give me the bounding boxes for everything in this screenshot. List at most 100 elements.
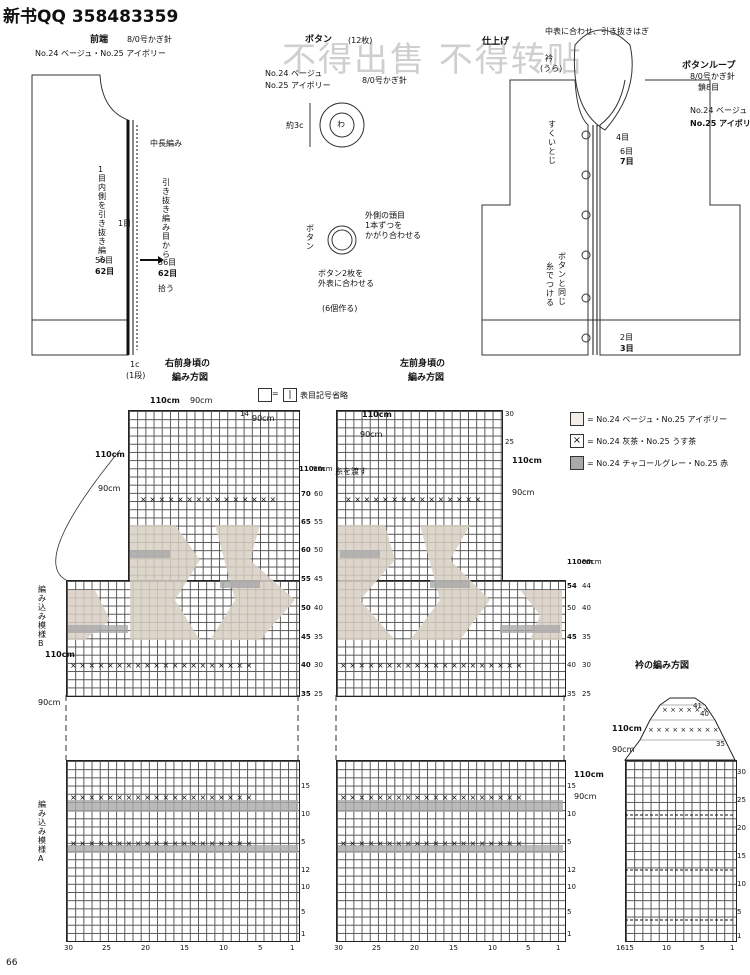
- button-needle: 8/0号かぎ針: [362, 76, 407, 85]
- left-bottom-row-2: 5: [567, 838, 572, 846]
- right-axis-5: 5: [258, 944, 263, 952]
- right-axis-1: 25: [102, 944, 111, 952]
- right-row-l-0: 65: [301, 518, 311, 526]
- right-row-l-5: 40: [301, 661, 311, 669]
- right-r70: 70: [301, 490, 311, 498]
- ring-label: わ: [337, 120, 345, 129]
- c1-label: 1c: [130, 360, 140, 369]
- slip-label: すくいとじ: [548, 120, 556, 165]
- r4-label: 4目: [616, 133, 630, 142]
- collar-row-8: 5: [737, 908, 742, 916]
- left-row-r-5: 30: [582, 661, 591, 669]
- finish-note-top: 中表に合わせ、引き抜きはぎ: [545, 27, 649, 36]
- loop-yarn2: No.25 アイボリー: [690, 119, 750, 128]
- left-c90-low: 90cm: [574, 792, 597, 801]
- right-row-l-1: 60: [301, 546, 311, 554]
- right-bottom2-row-2: 5: [301, 908, 306, 916]
- count-56-right: 56目: [158, 258, 177, 267]
- button-note3: かがり合わせる: [365, 231, 421, 240]
- symbol-knit: |: [283, 388, 297, 402]
- loop-title: ボタンループ: [682, 61, 736, 71]
- left-col90: 90cm: [582, 558, 602, 566]
- right-c90-side: 90cm: [252, 414, 275, 423]
- right-axis-2: 20: [141, 944, 150, 952]
- front-edge-needle: 8/0号かぎ針: [127, 35, 172, 44]
- right-r60: 60: [314, 490, 323, 498]
- symbol-note: 表目記号省略: [300, 391, 348, 400]
- left-axis-5: 5: [526, 944, 531, 952]
- left-row-r-6: 25: [582, 690, 591, 698]
- loop-chain: 鎖8目: [698, 83, 720, 92]
- right-c90-side2: 90cm: [98, 484, 121, 493]
- button-note1: 外側の頭目: [365, 211, 405, 220]
- left-row-l-4: 45: [567, 633, 577, 641]
- left-c90-top: 90cm: [360, 430, 383, 439]
- right-row-r-1: 50: [314, 546, 323, 554]
- collar-row-9: 1: [737, 932, 742, 940]
- hdc-label: 中長編み: [150, 139, 182, 148]
- right-bottom2-row-3: 1: [301, 930, 306, 938]
- legend-text-gray: = No.24 チャコールグレー・No.25 赤: [587, 459, 729, 468]
- left-axis-2: 20: [410, 944, 419, 952]
- collar-axis-2: 5: [700, 944, 705, 952]
- loop-yarn1: No.24 ベージュ: [690, 106, 748, 115]
- left-col110: 110cm: [567, 558, 594, 566]
- left-front-title2: 編み方図: [408, 373, 445, 383]
- right-row-r-2: 45: [314, 575, 323, 583]
- left-row-l-5: 40: [567, 661, 576, 669]
- right-front-title1: 右前身頃の: [165, 359, 211, 369]
- button-yarn2: No.25 アイボリー: [265, 81, 331, 90]
- right-c90-top: 90cm: [190, 396, 213, 405]
- button-size: 約3c: [286, 121, 304, 130]
- right-lower-grid: [66, 760, 300, 942]
- r6-label: 6目: [620, 147, 634, 156]
- right-axis-0: 30: [64, 944, 73, 952]
- right-row-l-2: 55: [301, 575, 311, 583]
- right-front-title2: 編み方図: [172, 373, 209, 383]
- left-bottom2-row-2: 5: [567, 908, 572, 916]
- front-edge-title: 前端: [90, 35, 109, 45]
- legend-text-cross: = No.24 灰茶・No.25 うす茶: [587, 437, 697, 446]
- legend-text-beige: = No.24 ベージュ・No.25 アイボリー: [587, 415, 728, 424]
- button-note5: 外表に合わせる: [318, 279, 374, 288]
- collar-row-7: 10: [737, 880, 746, 888]
- left-r44: 44: [582, 582, 591, 590]
- right-bottom2-row-1: 10: [301, 883, 310, 891]
- left-lower-grid: [336, 760, 566, 942]
- left-bottom2-row-1: 10: [567, 883, 576, 891]
- header-title: 新书QQ 358483359: [3, 7, 179, 27]
- count-62-right: 62目: [158, 269, 178, 278]
- button-count: (12枚): [348, 36, 373, 45]
- right-c90-mid: 90cm: [38, 698, 61, 707]
- pick-label: 拾う: [158, 284, 174, 293]
- collar-row-4: 25: [737, 796, 746, 804]
- right-bottom-row-2: 5: [301, 838, 306, 846]
- left-bottom-row-1: 10: [567, 810, 576, 818]
- right-mid-grid: [66, 580, 300, 697]
- left-front-title1: 左前身頃の: [400, 359, 446, 369]
- right-row-r-5: 30: [314, 661, 323, 669]
- left-bottom2-row-3: 1: [567, 930, 572, 938]
- first-stitch-label: 1目: [118, 219, 132, 228]
- symbol-blank: [258, 388, 272, 402]
- right-axis-4: 10: [219, 944, 228, 952]
- collar-row-1: 40: [700, 710, 709, 718]
- collar-row-5: 20: [737, 824, 746, 832]
- right-col110: 110cm: [299, 465, 326, 473]
- right-row-r-3: 40: [314, 604, 323, 612]
- right-pattern-a: 編み込み模様A: [38, 800, 46, 863]
- collar-grid-lower: [625, 760, 737, 942]
- left-row-r-3: 40: [582, 604, 591, 612]
- left-mid-grid: [336, 580, 566, 697]
- collar-axis-0: 1615: [616, 944, 634, 952]
- button-make: (6個作る): [322, 304, 358, 313]
- left-row-l-6: 35: [567, 690, 576, 698]
- collar-c110: 110cm: [612, 724, 642, 733]
- right-row-r-0: 55: [314, 518, 323, 526]
- svg-text:× × × × × × × × ×: × × × × × × × × ×: [648, 726, 719, 734]
- finish-title: 仕上げ: [482, 37, 510, 47]
- count-62-left: 62目: [95, 267, 115, 276]
- button-note2: 1本ずつを: [365, 221, 403, 230]
- collar-chart-title: 衿の編み方図: [635, 661, 690, 671]
- same-as-button-label: ボタンと同じ: [558, 252, 566, 306]
